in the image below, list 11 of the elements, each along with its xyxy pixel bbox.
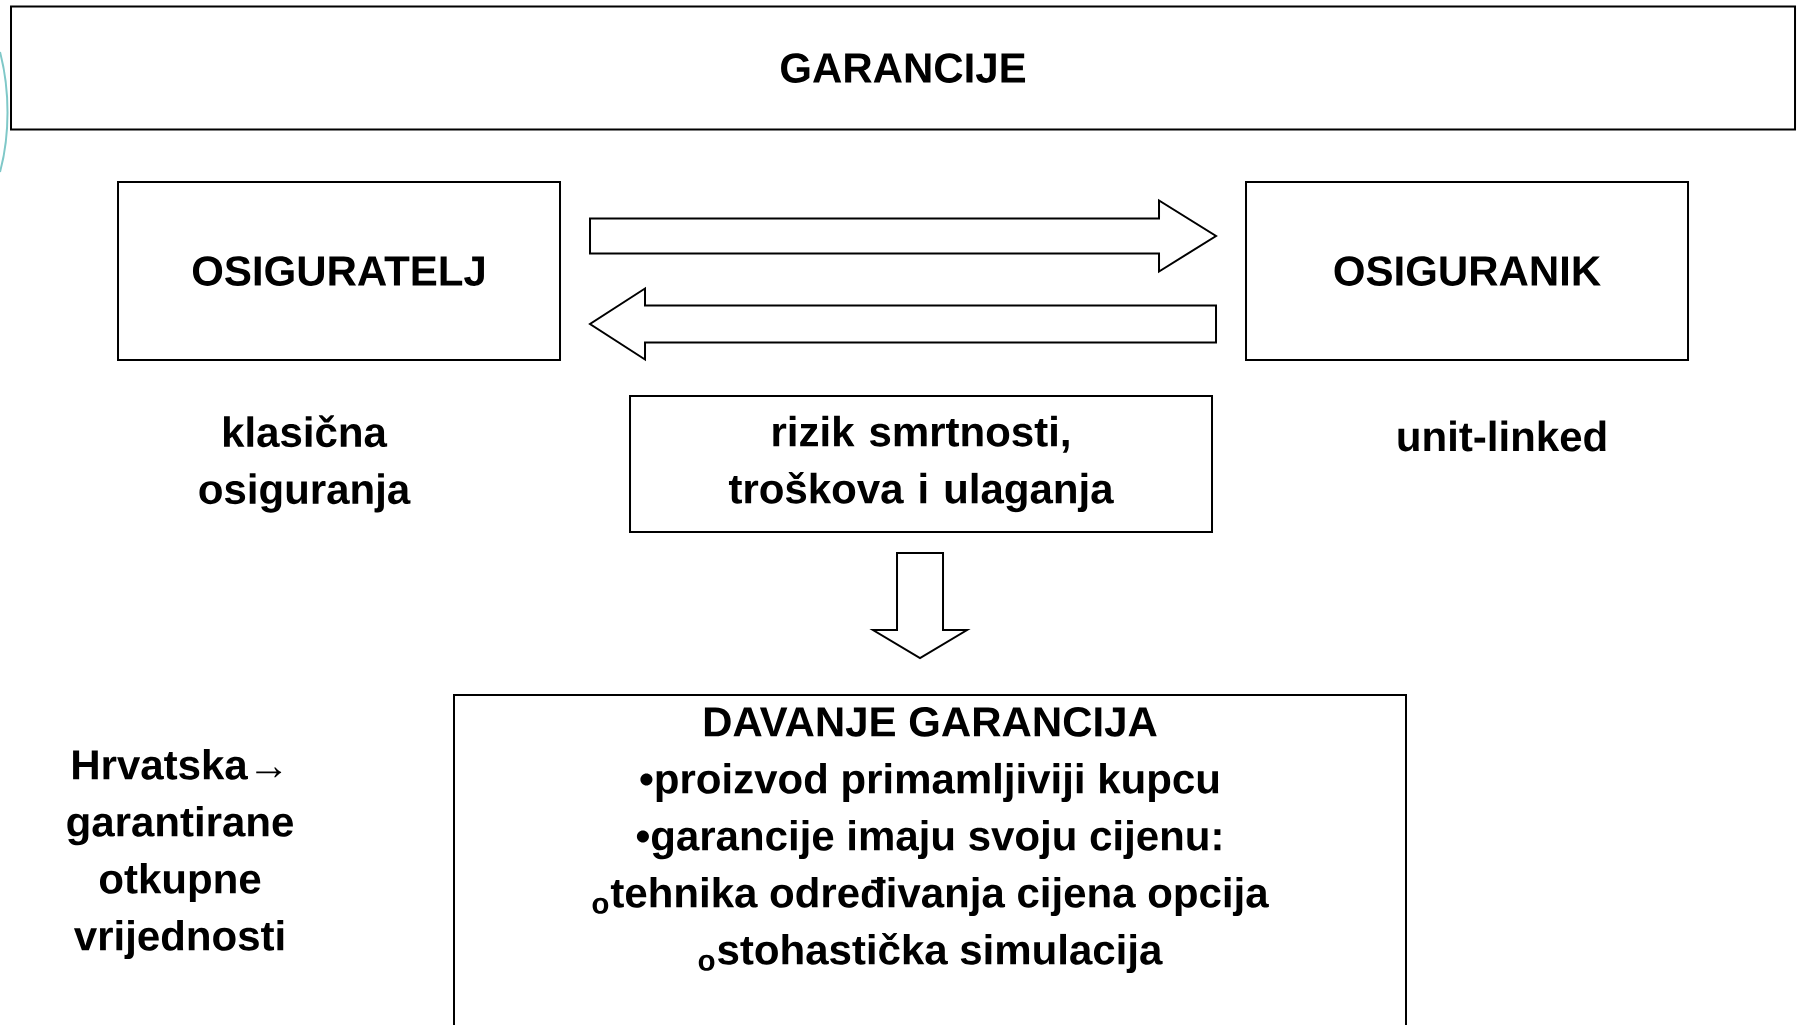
text-box: OSIGURANIK — [1245, 181, 1689, 361]
text-box: OSIGURATELJ — [117, 181, 561, 361]
block-arrow — [869, 552, 971, 660]
text-box: rizik smrtnosti, troškova i ulaganja — [629, 395, 1213, 533]
label-text: unit-linked — [1398, 420, 1606, 452]
block-arrow — [588, 286, 1217, 362]
text-box: DAVANJE GARANCIJA •proizvod primamljiviji kupcu •garancije imaju svoju cijenu: $_{o}$tehnika određivanja cijena opcija $_{o}$stohastička simulacija — [453, 694, 1407, 1025]
label-text: Hrvatska→ garantirane otkupne vrijednosti — [67, 748, 293, 960]
label-text: klasična osiguranja — [199, 415, 411, 513]
heading-box: GARANCIJE — [10, 5, 1796, 131]
block-arrow — [589, 198, 1218, 274]
